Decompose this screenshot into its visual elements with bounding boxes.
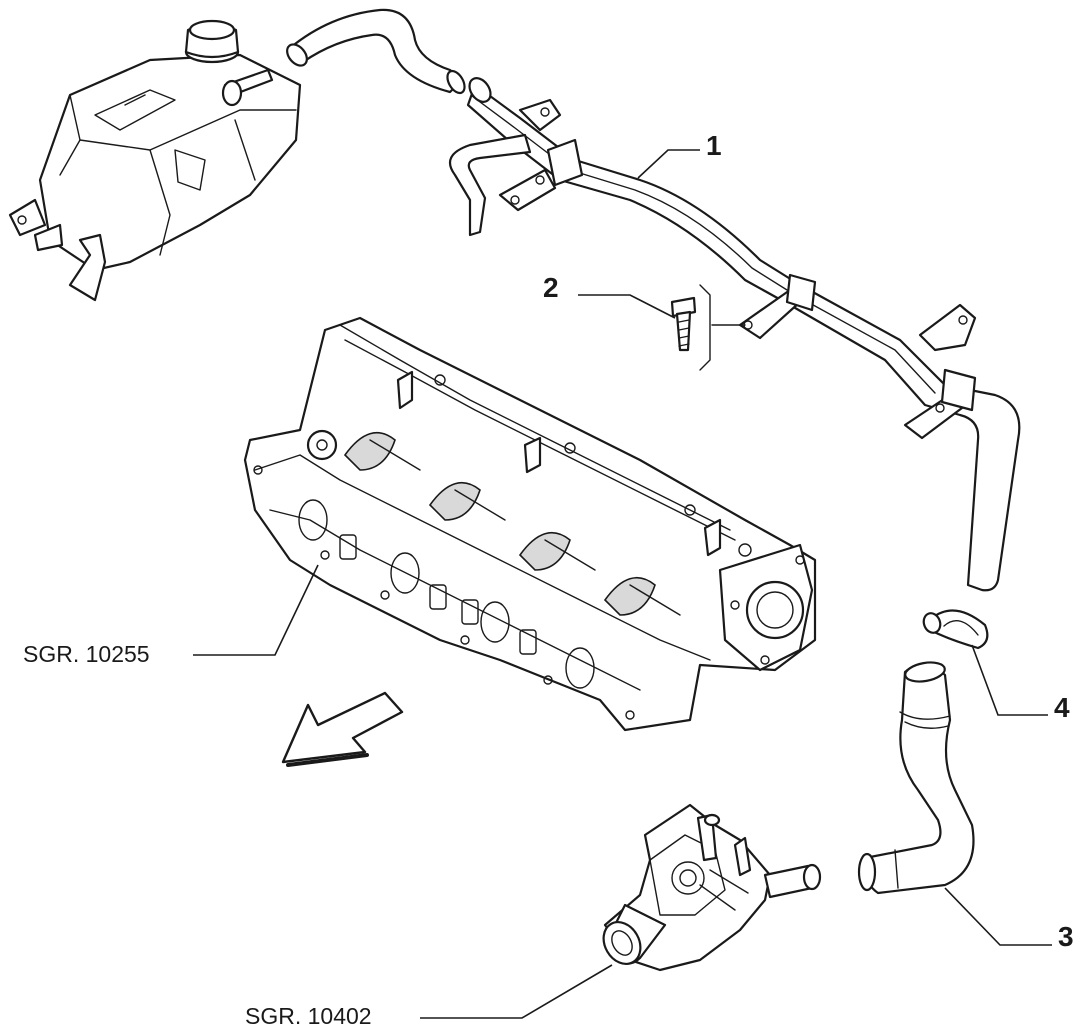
leader-line-2 [578,294,676,319]
bolt-part-2 [670,284,746,371]
callout-2: 2 [543,272,559,303]
leader-line-sgr-10255 [193,564,319,656]
thermostat-housing [602,803,822,972]
reference-sgr-10255: SGR. 10255 [23,641,150,667]
leader-line-sgr-10402 [420,964,613,1019]
leader-line-4 [971,644,1048,716]
direction-arrow [281,691,404,767]
coolant-pipe-part-1 [448,77,1021,592]
intake-manifold [243,316,817,732]
lower-hose-part-3 [857,661,975,895]
clamp-part-4 [922,609,989,650]
leader-line-3 [944,887,1052,946]
callout-1: 1 [706,130,722,161]
expansion-tank [8,19,302,302]
upper-hose [286,8,466,95]
callout-4: 4 [1054,692,1070,723]
leader-line-1 [637,149,700,179]
callout-3: 3 [1058,921,1074,952]
reference-sgr-10402: SGR. 10402 [245,1003,372,1026]
